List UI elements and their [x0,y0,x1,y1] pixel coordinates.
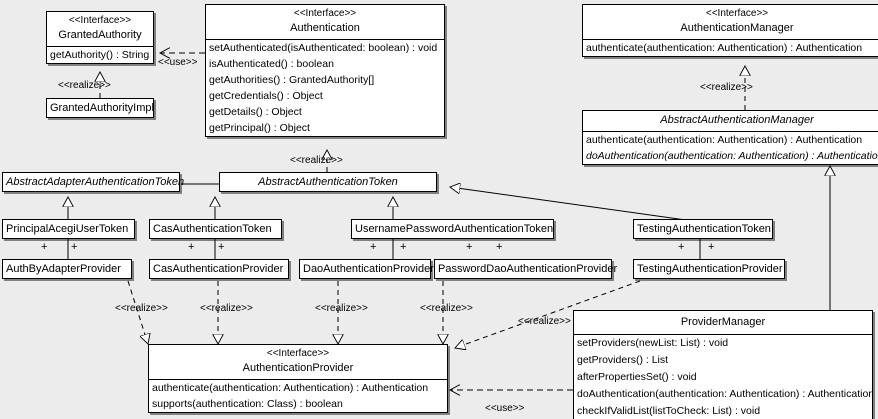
class-name: CasAuthenticationProvider [153,263,284,275]
label-use-provider-manager-authentication-provider: <<use>> [485,403,525,414]
operations-compartment: authenticate(authentication: Authenticat… [583,132,878,164]
class-password-dao-authentication-provider[interactable]: PasswordDaoAuthenticationProvider [434,259,618,279]
class-name: AbstractAuthenticationToken [258,176,398,188]
association-plus-mark: + [188,241,195,253]
association-plus-mark: + [218,241,225,253]
class-name: PasswordDaoAuthenticationProvider [438,263,618,275]
class-name: TestingAuthenticationToken [637,223,771,235]
operation: afterPropertiesSet() : void [577,371,697,383]
operation: getCredentials() : Object [209,90,323,102]
operation: setAuthenticated(isAuthenticated: boolea… [209,42,438,54]
class-name: DaoAuthenticationProvider [303,263,434,275]
compartment-divider [149,379,447,380]
operation: getDetails() : Object [209,106,302,118]
class-header: AbstractAuthenticationManager [583,111,878,131]
class-provider-manager[interactable]: ProviderManager setProviders(newList: Li… [573,310,873,419]
association-plus-mark: + [708,241,715,253]
operations-compartment: setProviders(newList: List) : void getPr… [574,335,872,419]
label-use-authentication-grantedauthority: <<use>> [158,57,198,68]
operations-compartment: getAuthority() : String [47,47,153,63]
class-name: GrantedAuthorityImpl [50,102,154,114]
association-plus-mark: + [370,241,377,253]
label-realize-password-dao-authentication-provider: <<realize>> [420,303,473,314]
compartment-divider [574,334,872,335]
class-name: AbstractAuthenticationManager [660,114,814,126]
class-name: UsernamePasswordAuthenticationToken [355,223,554,235]
class-header: ProviderManager [574,311,872,334]
class-authentication[interactable]: <<Interface>> Authentication setAuthenti… [205,4,445,137]
stereotype-label: <<Interface>> [68,15,132,26]
operation: doAuthentication(authentication: Authent… [586,150,878,162]
operations-compartment: authenticate(authentication: Authenticat… [149,380,447,412]
compartment-divider [206,39,444,40]
stereotype-label: <<Interface>> [266,348,330,359]
class-granted-authority[interactable]: <<Interface>> GrantedAuthority getAuthor… [46,11,154,64]
compartment-divider [583,131,878,132]
association-plus-mark: + [496,241,503,253]
class-name: TestingAuthenticationProvider [637,263,783,275]
association-plus-mark: + [400,241,407,253]
operation: getAuthorities() : GrantedAuthority[] [209,74,375,86]
class-cas-authentication-token[interactable]: CasAuthenticationToken [149,219,282,239]
label-realize-auth-by-adapter-provider: <<realize>> [115,303,168,314]
operations-compartment: authenticate(authentication: Authenticat… [583,40,878,56]
operation: authenticate(authentication: Authenticat… [586,42,863,54]
compartment-divider [583,39,878,40]
label-realize-granted-authority-impl: <<realize>> [58,80,111,91]
class-header: <<Interface>> AuthenticationProvider [149,345,447,379]
class-header: <<Interface>> Authentication [206,5,444,39]
class-cas-authentication-provider[interactable]: CasAuthenticationProvider [149,259,289,279]
label-realize-abstract-authentication-manager: <<realize>> [700,82,753,93]
association-plus-mark: + [71,241,78,253]
operation: getAuthority() : String [50,49,150,61]
label-realize-abstract-authentication-token: <<realize>> [290,155,343,166]
association-plus-mark: + [466,241,473,253]
class-authentication-provider[interactable]: <<Interface>> AuthenticationProvider aut… [148,344,448,413]
class-header: <<Interface>> GrantedAuthority [47,12,153,46]
operation: authenticate(authentication: Authenticat… [586,134,863,146]
class-name: AuthByAdapterProvider [6,263,121,275]
class-name: GrantedAuthority [58,29,142,41]
association-plus-mark: + [41,241,48,253]
association-plus-mark: + [678,241,685,253]
operation: isAuthenticated() : boolean [209,58,334,70]
class-name: Authentication [290,22,360,34]
operation: supports(authentication: Class) : boolea… [152,398,343,410]
class-abstract-authentication-manager[interactable]: AbstractAuthenticationManager authentica… [582,110,878,165]
operations-compartment: setAuthenticated(isAuthenticated: boolea… [206,40,444,136]
stereotype-label: <<Interface>> [705,8,769,19]
class-granted-authority-impl[interactable]: GrantedAuthorityImpl [46,98,154,118]
class-name: PrincipalAcegiUserToken [6,223,129,235]
class-authentication-manager[interactable]: <<Interface>> AuthenticationManager auth… [582,4,878,57]
class-auth-by-adapter-provider[interactable]: AuthByAdapterProvider [2,259,132,279]
class-name: AbstractAdapterAuthenticationToken [6,176,185,188]
class-name: AuthenticationProvider [242,362,354,374]
class-name: ProviderManager [680,316,766,328]
operation: doAuthentication(authentication: Authent… [577,388,872,400]
operation: getPrincipal() : Object [209,122,310,134]
compartment-divider [47,46,153,47]
stereotype-label: <<Interface>> [293,8,357,19]
class-testing-authentication-provider[interactable]: TestingAuthenticationProvider [633,259,785,279]
operation: authenticate(authentication: Authenticat… [152,382,429,394]
class-name: CasAuthenticationToken [153,223,272,235]
class-abstract-authentication-token[interactable]: AbstractAuthenticationToken [219,172,437,192]
operation: checkIfValidList(listToCheck: List) : vo… [577,405,761,417]
class-dao-authentication-provider[interactable]: DaoAuthenticationProvider [299,259,434,279]
label-realize-testing-authentication-provider: <<realize>> [518,316,571,327]
label-realize-dao-authentication-provider: <<realize>> [315,303,368,314]
operation: getProviders() : List [577,354,669,366]
class-principal-acegi-user-token[interactable]: PrincipalAcegiUserToken [2,219,135,239]
class-name: AuthenticationManager [680,22,794,34]
class-abstract-adapter-authentication-token[interactable]: AbstractAdapterAuthenticationToken [2,172,185,192]
operation: setProviders(newList: List) : void [577,337,729,349]
class-username-password-authentication-token[interactable]: UsernamePasswordAuthenticationToken [351,219,554,239]
class-testing-authentication-token[interactable]: TestingAuthenticationToken [633,219,773,239]
label-realize-cas-authentication-provider: <<realize>> [200,303,253,314]
class-header: <<Interface>> AuthenticationManager [583,5,878,39]
